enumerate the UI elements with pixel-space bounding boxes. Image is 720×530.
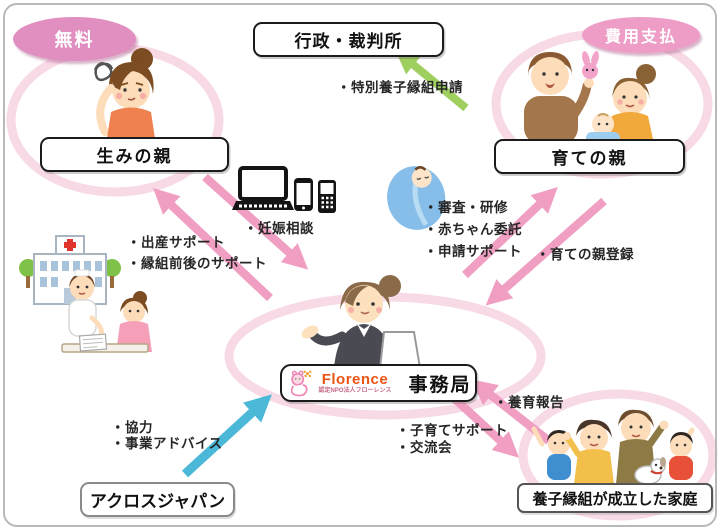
florence-subtitle-text: 認定NPO法人フローレンス (318, 388, 392, 394)
arrow-childcare-support (452, 395, 520, 458)
label-foster-parent-registration: ・育ての親登録 (536, 247, 634, 262)
payment-badge: 費用支払 (582, 17, 700, 53)
arrow-special-adoption-application (395, 49, 469, 112)
arrow-foster-registration (485, 197, 607, 306)
foster-parent-box: 育ての親 (494, 139, 685, 174)
secretariat-label: 事務局 (408, 374, 472, 396)
adopted-family-illustration (531, 409, 695, 485)
birth-parent-box: 生みの親 (40, 137, 229, 172)
label-application-support: ・申請サポート (424, 244, 522, 259)
florence-brand-text: Florence (321, 371, 389, 388)
office-lady-illustration (301, 275, 422, 369)
arrow-pregnancy-consult (202, 173, 309, 270)
florence-mascot-icon (290, 370, 312, 397)
across-japan-box: アクロスジャパン (80, 482, 235, 517)
florence-logo: Florence 認定NPO法人フローレンス (319, 372, 392, 394)
scribble-icon (93, 62, 114, 82)
label-business-advice: ・事業アドバイス (111, 436, 223, 451)
label-pregnancy-consult: ・妊娠相談 (244, 221, 314, 236)
dog-icon (634, 457, 666, 485)
nurse-consultation-illustration (61, 269, 152, 353)
label-cooperation: ・協力 (111, 420, 153, 435)
hospital-icon (19, 235, 121, 305)
label-pre-post-adoption-support: ・縁組前後のサポート (127, 256, 267, 271)
arrow-cooperation (181, 394, 272, 478)
arrow-birth-support (153, 188, 273, 302)
free-badge: 無料 (13, 17, 136, 61)
label-baby-entrustment: ・赤ちゃん委託 (424, 222, 522, 237)
laptop-icon (232, 166, 294, 210)
rabbit-rattle-icon (582, 51, 599, 79)
label-birth-support: ・出産サポート (127, 235, 225, 250)
label-care-report: ・養育報告 (494, 395, 564, 410)
devices-group (232, 166, 336, 213)
label-special-adoption: ・特別養子縁組申請 (337, 80, 463, 95)
label-screening-training: ・審査・研修 (424, 200, 508, 215)
sleeping-baby-icon (387, 166, 446, 230)
adopted-family-ring (518, 389, 718, 521)
secretariat-box: Florence 認定NPO法人フローレンス 事務局 (280, 364, 477, 402)
arrow-screening-entrustment (462, 186, 558, 279)
smartphone-icon (294, 178, 313, 211)
adopted-family-box: 養子縁組が成立した家庭 (517, 483, 713, 513)
foster-family-illustration (524, 51, 656, 145)
label-exchange-meetings: ・交流会 (396, 440, 452, 455)
government-court-box: 行政・裁判所 (253, 22, 444, 57)
mobile-phone-icon (318, 180, 336, 213)
label-childcare-support: ・子育てサポート (396, 423, 508, 438)
